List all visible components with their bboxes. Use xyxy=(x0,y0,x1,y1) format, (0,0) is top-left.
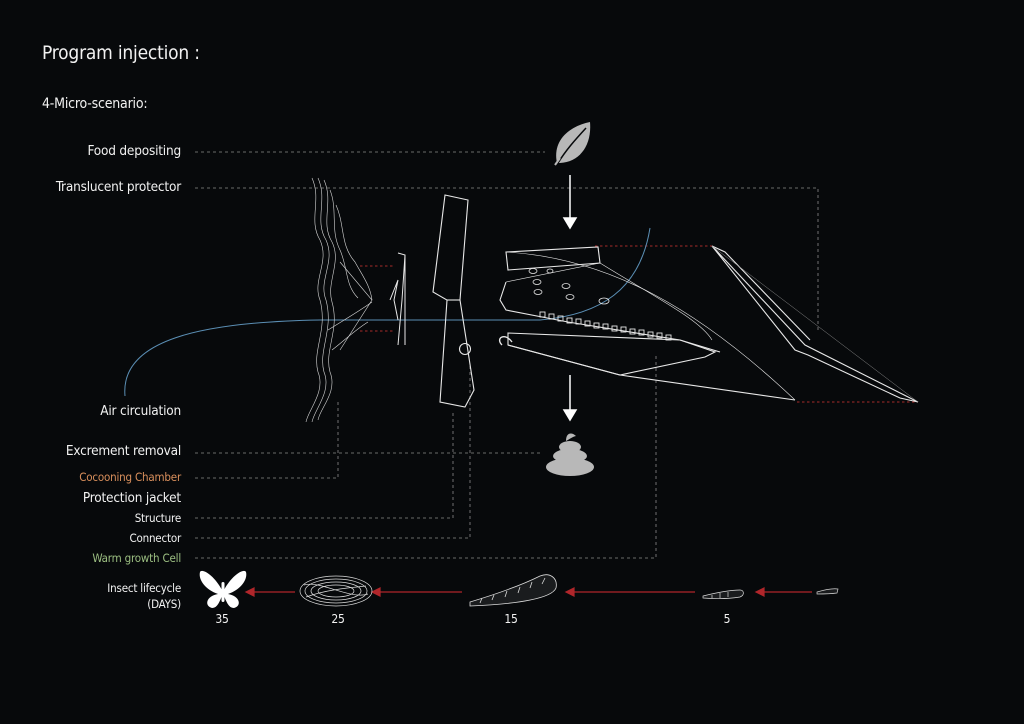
food-arrow xyxy=(562,175,578,230)
label-protection-jacket: Protection jacket xyxy=(82,490,181,506)
label-lifecycle-unit: (DAYS) xyxy=(147,597,181,611)
cocoon-icon xyxy=(299,575,373,607)
leaf-icon xyxy=(554,122,591,166)
lifecycle-arrows xyxy=(244,587,812,597)
day-label-25: 25 xyxy=(331,612,345,626)
day-label-35: 35 xyxy=(215,612,229,626)
cell-holes xyxy=(528,268,610,305)
connector-circle xyxy=(458,342,472,356)
label-air-circulation: Air circulation xyxy=(100,403,181,419)
silkworm-icon-large xyxy=(469,574,557,607)
label-cocooning-chamber: Cocooning Chamber xyxy=(79,470,181,484)
page-subtitle: 4-Micro-scenario: xyxy=(42,96,148,112)
red-dashed-lines xyxy=(360,245,918,403)
butterfly-icon xyxy=(199,570,247,608)
silkworm-icon-medium xyxy=(702,589,744,600)
air-circulation-curve xyxy=(124,227,651,397)
poop-icon xyxy=(546,433,594,476)
excrement-arrow xyxy=(562,375,578,422)
warm-growth-cell xyxy=(498,246,796,401)
silkworm-icon-small xyxy=(816,588,839,595)
label-connector: Connector xyxy=(129,531,181,545)
label-structure: Structure xyxy=(134,511,182,525)
label-food-depositing: Food depositing xyxy=(87,143,181,159)
label-insect-lifecycle: Insect lifecycle xyxy=(107,581,181,595)
label-excrement-removal: Excrement removal xyxy=(65,443,181,459)
translucent-protector xyxy=(305,177,373,423)
outer-frame xyxy=(711,245,919,403)
label-translucent-protector: Translucent protector xyxy=(55,179,181,195)
ventilation-slots xyxy=(539,311,672,341)
protection-jacket xyxy=(432,194,475,408)
leader-lines xyxy=(195,151,819,559)
day-label-15: 15 xyxy=(504,612,518,626)
label-warm-growth-cell: Warm growth Cell xyxy=(92,551,181,565)
cocooning-chamber-frame xyxy=(389,252,406,346)
day-label-5: 5 xyxy=(723,612,731,626)
page-title: Program injection : xyxy=(42,42,200,64)
